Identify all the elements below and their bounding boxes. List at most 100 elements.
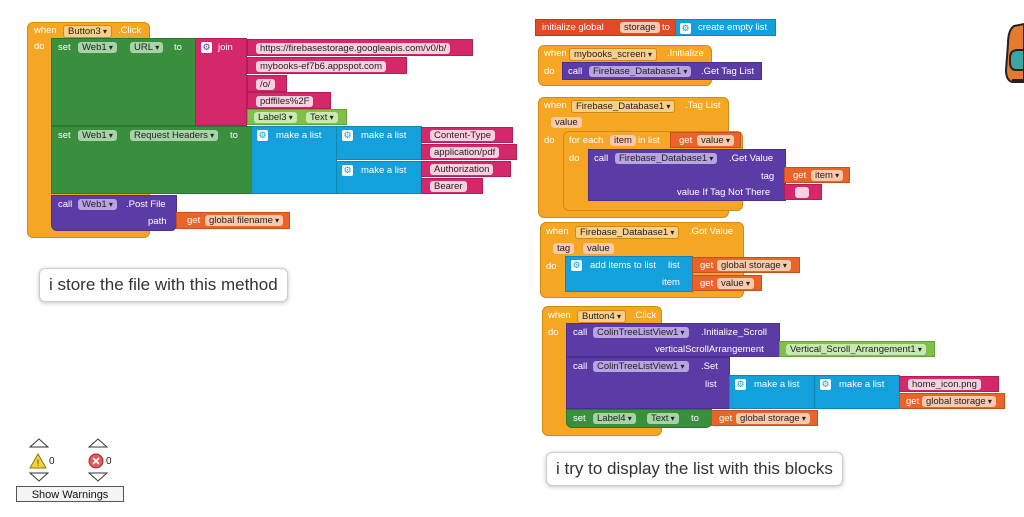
get-global-filename-block[interactable]: get global filename (176, 212, 290, 229)
url-string-4[interactable]: pdffiles%2F (247, 92, 331, 109)
empty-string-block[interactable] (784, 184, 822, 200)
button4-dropdown[interactable]: Button4 (577, 310, 626, 323)
create-empty-list-block[interactable]: ⚙ create empty list (675, 19, 776, 36)
header-string-bearer[interactable]: Bearer (421, 178, 483, 194)
storage-var-name[interactable]: storage (620, 22, 660, 33)
global-filename-dropdown[interactable]: global filename (205, 215, 284, 226)
button3-dropdown[interactable]: Button3 (63, 25, 112, 38)
home-icon-text[interactable]: home_icon.png (908, 379, 981, 390)
request-headers-dropdown[interactable]: Request Headers (130, 130, 219, 141)
colintreelistview1-dropdown[interactable]: ColinTreeListView1 (593, 327, 689, 338)
initialize-global-storage-block[interactable]: initialize global storage to (535, 19, 677, 36)
empty-string-text[interactable] (795, 187, 809, 198)
get-global-storage-block[interactable]: get global storage (899, 393, 1005, 409)
set-web1-headers-block[interactable]: set Web1 Request Headers to (51, 126, 252, 194)
make-list-header-1[interactable]: ⚙ make a list (336, 126, 422, 160)
get-label: get (719, 413, 733, 424)
url-string-2-text[interactable]: mybooks-ef7b6.appspot.com (256, 61, 386, 72)
application-pdf-text[interactable]: application/pdf (430, 147, 500, 158)
make-list-outer-block[interactable]: ⚙ make a list (729, 375, 815, 409)
vertical-scroll-arrangement1-dropdown[interactable]: Vertical_Scroll_Arrangement1 (786, 344, 926, 355)
global-storage-dropdown[interactable]: global storage (922, 396, 996, 407)
show-warnings-button[interactable]: Show Warnings (16, 486, 124, 502)
header-string-authorization[interactable]: Authorization (421, 161, 511, 177)
firebase-database1-dropdown[interactable]: Firebase_Database1 (589, 66, 692, 77)
get-value-block[interactable]: get value (670, 132, 741, 148)
url-string-2[interactable]: mybooks-ef7b6.appspot.com (247, 57, 407, 74)
url-string-1-text[interactable]: https://firebasestorage.googleapis.com/v… (256, 43, 451, 54)
authorization-text[interactable]: Authorization (430, 164, 494, 175)
firebase-database1-dropdown[interactable]: Firebase_Database1 (575, 226, 680, 239)
call-get-value-block[interactable]: call Firebase_Database1 .Get Value tag v… (588, 149, 786, 201)
url-string-1[interactable]: https://firebasestorage.googleapis.com/v… (247, 39, 473, 56)
value-dropdown[interactable]: value (697, 135, 734, 146)
global-storage-dropdown[interactable]: global storage (717, 260, 791, 271)
get-global-storage-block[interactable]: get global storage (692, 257, 800, 273)
call-web1-post-file-block[interactable]: call Web1 .Post File path (51, 195, 177, 231)
when-label: when (548, 310, 571, 321)
make-list-header-2[interactable]: ⚙ make a list (336, 161, 422, 194)
make-list-gear-icon[interactable]: ⚙ (257, 130, 268, 141)
error-scroll-down-icon[interactable] (88, 472, 108, 482)
call-get-tag-list-block[interactable]: call Firebase_Database1 .Get Tag List (562, 62, 762, 80)
add-items-to-list-block[interactable]: ⚙ add items to list list item (565, 256, 693, 292)
item-dropdown[interactable]: item (811, 170, 844, 181)
make-list-gear-icon[interactable]: ⚙ (820, 379, 831, 390)
backpack-icon[interactable] (1004, 22, 1024, 84)
make-list-gear-icon[interactable]: ⚙ (342, 130, 353, 141)
click-event-label: .Click (633, 310, 657, 321)
get-item-block[interactable]: get item (784, 167, 850, 183)
initialize-event-label: .Initialize (667, 48, 704, 59)
set-web1-url-block[interactable]: set Web1 URL to (51, 38, 196, 126)
web1-dropdown[interactable]: Web1 (78, 42, 117, 53)
header-string-application-pdf[interactable]: application/pdf (421, 144, 517, 160)
mybooks-screen-dropdown[interactable]: mybooks_screen (569, 48, 658, 61)
item-var[interactable]: item (610, 135, 636, 146)
call-set-block[interactable]: call ColinTreeListView1 .Set list (566, 357, 730, 409)
warning-scroll-down-icon[interactable] (29, 472, 49, 482)
get-tag-list-method: .Get Tag List (701, 66, 755, 77)
warning-scroll-up-icon[interactable] (29, 438, 49, 448)
url-string-3-text[interactable]: /o/ (256, 79, 275, 90)
set-method: .Set (701, 361, 718, 372)
make-list-outer-block[interactable]: ⚙ make a list (251, 126, 337, 194)
firebase-database1-dropdown[interactable]: Firebase_Database1 (615, 153, 718, 164)
web1-dropdown[interactable]: Web1 (78, 130, 117, 141)
call-label: call (594, 153, 609, 164)
set-label4-text-block[interactable]: set Label4 Text to (566, 409, 712, 428)
url-string-3[interactable]: /o/ (247, 75, 287, 92)
firebase-database1-dropdown[interactable]: Firebase_Database1 (571, 100, 676, 113)
content-type-text[interactable]: Content-Type (430, 130, 496, 141)
value-param[interactable]: value (583, 243, 614, 254)
add-items-gear-icon[interactable]: ⚙ (571, 260, 582, 271)
value-dropdown[interactable]: value (717, 278, 754, 289)
label3-dropdown[interactable]: Label3 (254, 112, 297, 123)
call-initialize-scroll-block[interactable]: call ColinTreeListView1 .Initialize_Scro… (566, 323, 780, 357)
join-block[interactable]: ⚙ join (195, 38, 247, 126)
url-property-dropdown[interactable]: URL (130, 42, 164, 53)
value-param[interactable]: value (551, 117, 582, 128)
get-value-block[interactable]: get value (692, 275, 762, 291)
vertical-scroll-arrangement-block[interactable]: Vertical_Scroll_Arrangement1 (779, 341, 935, 357)
make-list-inner-block[interactable]: ⚙ make a list (814, 375, 900, 409)
global-storage-dropdown[interactable]: global storage (736, 413, 810, 424)
make-list-gear-icon[interactable]: ⚙ (735, 379, 746, 390)
bearer-text[interactable]: Bearer (430, 181, 467, 192)
header-string-content-type[interactable]: Content-Type (421, 127, 513, 143)
text-property-dropdown[interactable]: Text (647, 413, 679, 424)
url-string-4-text[interactable]: pdffiles%2F (256, 96, 314, 107)
label4-dropdown[interactable]: Label4 (593, 413, 636, 424)
label3-text-getter[interactable]: Label3 Text (247, 109, 347, 125)
get-global-storage-block[interactable]: get global storage (711, 410, 818, 426)
colintreelistview1-dropdown[interactable]: ColinTreeListView1 (593, 361, 689, 372)
get-label: get (679, 135, 693, 146)
join-mutator-gear-icon[interactable]: ⚙ (201, 42, 212, 53)
make-list-gear-icon[interactable]: ⚙ (342, 165, 353, 176)
create-list-gear-icon[interactable]: ⚙ (680, 23, 691, 34)
warning-icon: ! (29, 453, 47, 469)
text-property-dropdown[interactable]: Text (306, 112, 338, 123)
web1-dropdown[interactable]: Web1 (78, 199, 117, 210)
home-icon-string-block[interactable]: home_icon.png (899, 376, 999, 392)
tag-param[interactable]: tag (553, 243, 575, 254)
error-scroll-up-icon[interactable] (88, 438, 108, 448)
